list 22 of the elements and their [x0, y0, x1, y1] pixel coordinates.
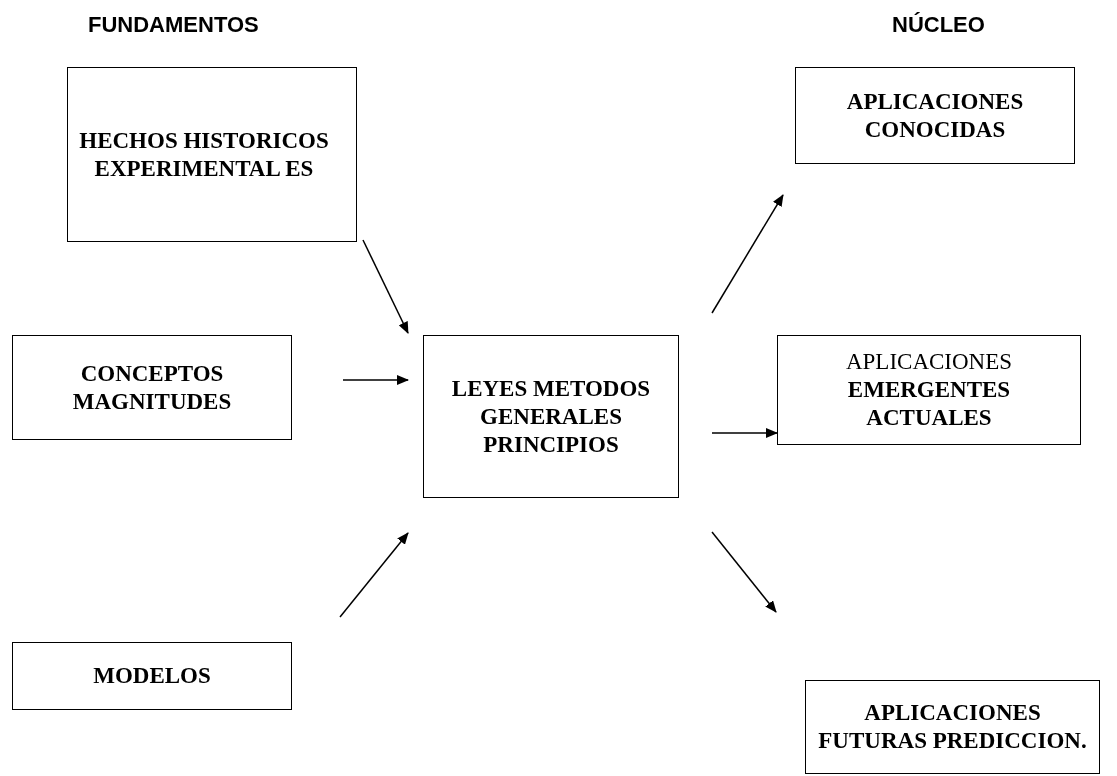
process-box: [12, 335, 292, 440]
column-heading: FUNDAMENTOS: [88, 12, 259, 38]
column-heading: NÚCLEO: [892, 12, 985, 38]
box-label: APLICACIONES CONOCIDAS: [845, 87, 1025, 144]
process-box: [67, 67, 357, 242]
process-box: [777, 335, 1081, 445]
arrow: [362, 239, 409, 334]
box-label: LEYES METODOS GENERALES PRINCIPIOS: [450, 374, 652, 459]
box-label: MODELOS: [93, 662, 211, 690]
process-box: [423, 335, 679, 498]
box-label: CONCEPTOS MAGNITUDES: [71, 359, 233, 416]
process-box: [805, 680, 1100, 774]
process-box: [795, 67, 1075, 164]
arrow: [711, 531, 777, 613]
arrow: [339, 532, 409, 618]
box-label: APLICACIONES EMERGENTES ACTUALES: [844, 348, 1014, 432]
arrow: [711, 194, 784, 314]
arrow: [342, 375, 409, 385]
box-label: HECHOS HISTORICOS EXPERIMENTAL ES: [78, 126, 330, 183]
arrow: [711, 428, 778, 438]
box-label: APLICACIONES FUTURAS PREDICCION.: [817, 699, 1088, 755]
process-box: [12, 642, 292, 710]
